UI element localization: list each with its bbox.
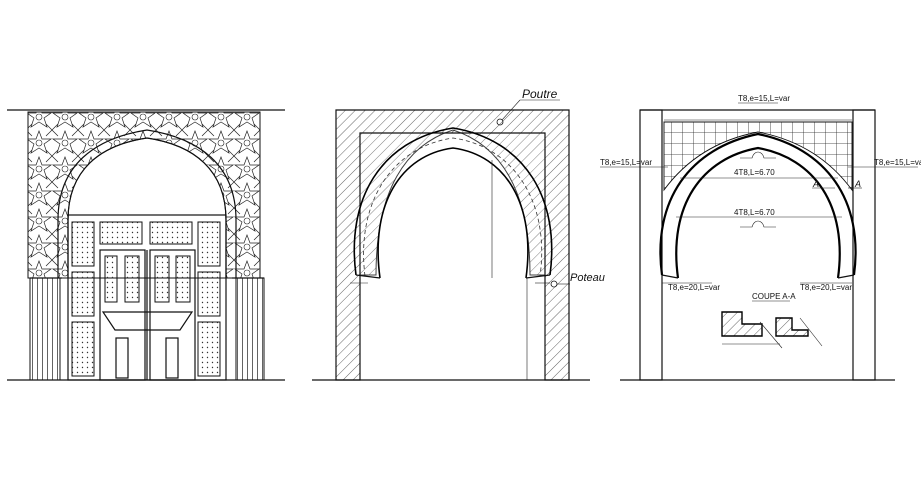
poteau-label: Poteau	[570, 272, 605, 284]
poutre-label: Poutre	[522, 87, 558, 101]
right-base-rebar-label: T8,e=20,L=var	[800, 283, 852, 292]
top-rebar-label: T8,e=15,L=var	[738, 94, 790, 103]
section-title: COUPE A-A	[752, 292, 796, 301]
lower-arc-rebar-label: 4T8,L=6.70	[734, 208, 775, 217]
left-rebar-label: T8,e=15,L=var	[600, 158, 652, 167]
structural-view: Poutre Poteau	[312, 87, 605, 381]
section-marker-left: A	[812, 179, 819, 189]
section-marker-right: A	[854, 179, 861, 189]
right-rebar-label: T8,e=15,L=var	[874, 158, 921, 167]
left-base-rebar-label: T8,e=20,L=var	[668, 283, 720, 292]
elevation-view	[7, 109, 285, 381]
reinforcement-view: A A T8,e=15,L=var T8,e=15,L=var T8,e=15,…	[600, 94, 921, 381]
upper-arc-rebar-label: 4T8,L=6.70	[734, 168, 775, 177]
